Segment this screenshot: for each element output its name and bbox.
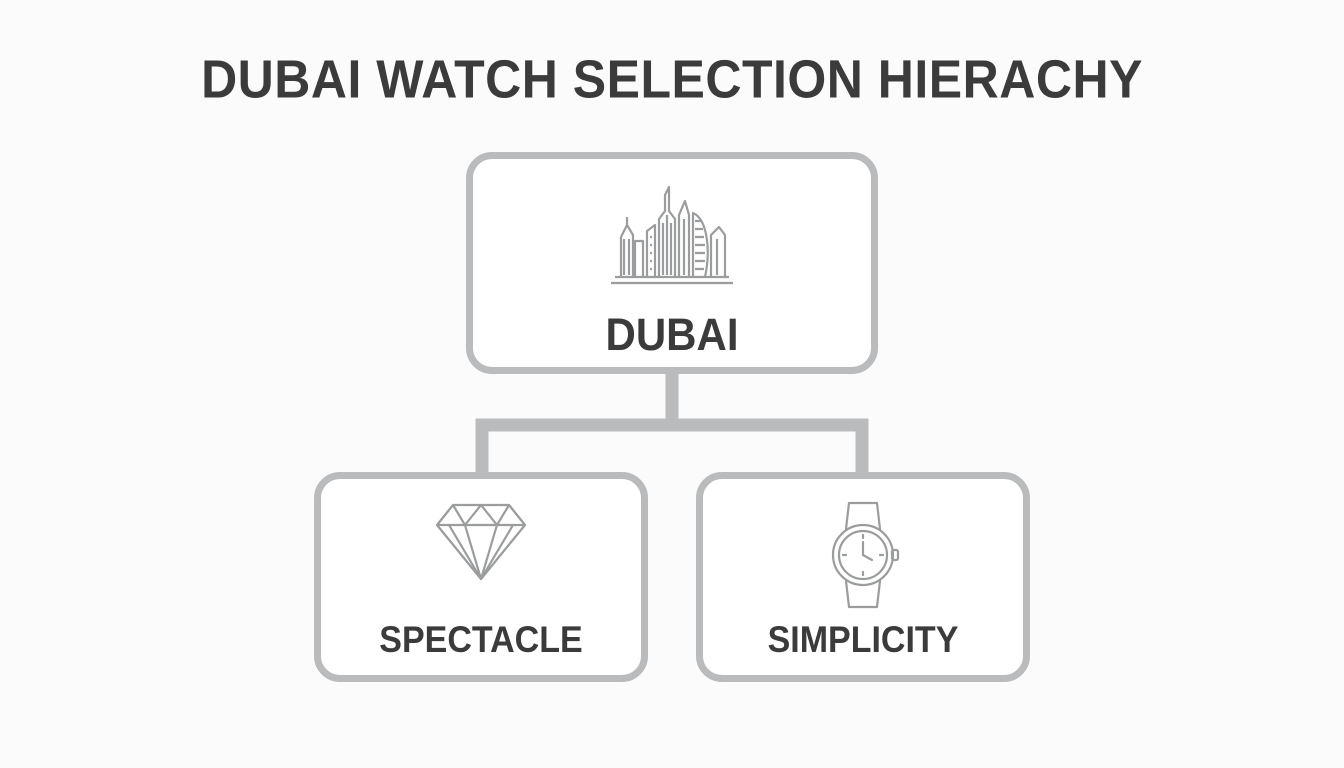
node-dubai: DUBAI [466, 152, 878, 374]
diamond-icon [435, 503, 527, 581]
node-label-dubai: DUBAI [605, 309, 739, 360]
node-label-spectacle: SPECTACLE [379, 619, 583, 661]
node-spectacle: SPECTACLE [314, 472, 648, 682]
city-skyline-icon [611, 185, 733, 285]
node-simplicity: SIMPLICITY [696, 472, 1030, 682]
node-label-simplicity: SIMPLICITY [767, 619, 959, 661]
diagram-title: DUBAI WATCH SELECTION HIERACHY [201, 49, 1143, 110]
wristwatch-icon [831, 501, 900, 609]
